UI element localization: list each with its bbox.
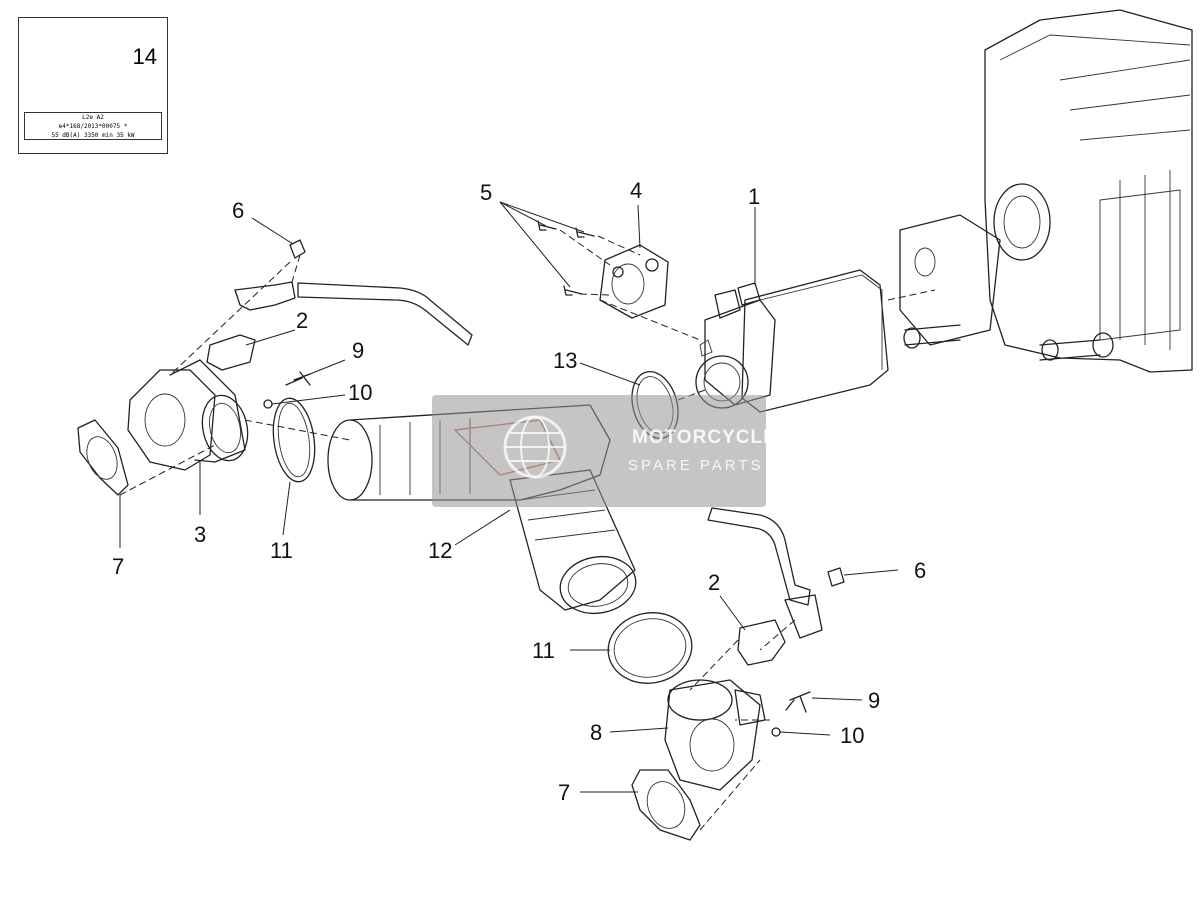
callout-9-right: 9 <box>868 688 881 713</box>
callout-14: 14 <box>132 44 157 69</box>
callout-7-right: 7 <box>558 780 571 805</box>
callout-6-left: 6 <box>232 198 245 223</box>
callout-7-left: 7 <box>112 554 125 579</box>
callout-4: 4 <box>630 178 643 203</box>
callout-12: 12 <box>428 538 453 563</box>
callout-10-left: 10 <box>348 380 373 405</box>
throttle-body <box>695 269 889 413</box>
right-gasket <box>631 769 701 841</box>
left-gasket <box>77 419 129 496</box>
right-clamp-ring-11 <box>607 612 693 684</box>
callout-1: 1 <box>748 184 761 209</box>
watermark: MOTORCYCLE SPARE PARTS <box>432 395 776 507</box>
assembly-lines <box>119 229 936 831</box>
globe-logo-icon <box>503 415 567 479</box>
left-intake-manifold <box>127 359 249 471</box>
left-clamp-ring-11 <box>272 397 316 483</box>
right-intake-manifold <box>664 679 766 791</box>
inset-label-plate: 14 L2e A2 e4*168/2013*00075 * 55 dB(A) 3… <box>18 17 168 154</box>
left-screw-9 <box>285 371 311 386</box>
callout-11-right: 11 <box>532 638 555 663</box>
callout-2-left: 2 <box>296 308 309 333</box>
right-screw-9 <box>785 691 811 713</box>
callout-5: 5 <box>480 180 493 205</box>
watermark-line-1: MOTORCYCLE <box>632 427 777 448</box>
callout-9-left: 9 <box>352 338 365 363</box>
callout-13: 13 <box>553 348 578 373</box>
left-fuel-line <box>206 239 473 371</box>
throttle-sensor <box>599 244 669 319</box>
leader-lines <box>119 201 899 793</box>
label-row-3: 55 dB(A) 3350 min 35 kW <box>51 132 135 139</box>
callout-11-left: 11 <box>270 538 293 563</box>
callout-10-right: 10 <box>840 723 865 748</box>
label-row-1: L2e A2 <box>82 114 104 121</box>
engine-cylinder-head <box>899 9 1193 373</box>
right-fuel-line <box>707 507 845 666</box>
screws-5 <box>537 220 595 296</box>
callout-2-right: 2 <box>708 570 721 595</box>
callout-3: 3 <box>194 522 207 547</box>
watermark-line-2: SPARE PARTS <box>628 457 764 474</box>
homologation-label: L2e A2 e4*168/2013*00075 * 55 dB(A) 3350… <box>24 112 162 140</box>
left-washer-10 <box>263 399 273 409</box>
right-washer-10 <box>771 727 781 737</box>
label-row-2: e4*168/2013*00075 * <box>58 123 128 130</box>
callout-8: 8 <box>590 720 603 745</box>
callout-6-right: 6 <box>914 558 927 583</box>
